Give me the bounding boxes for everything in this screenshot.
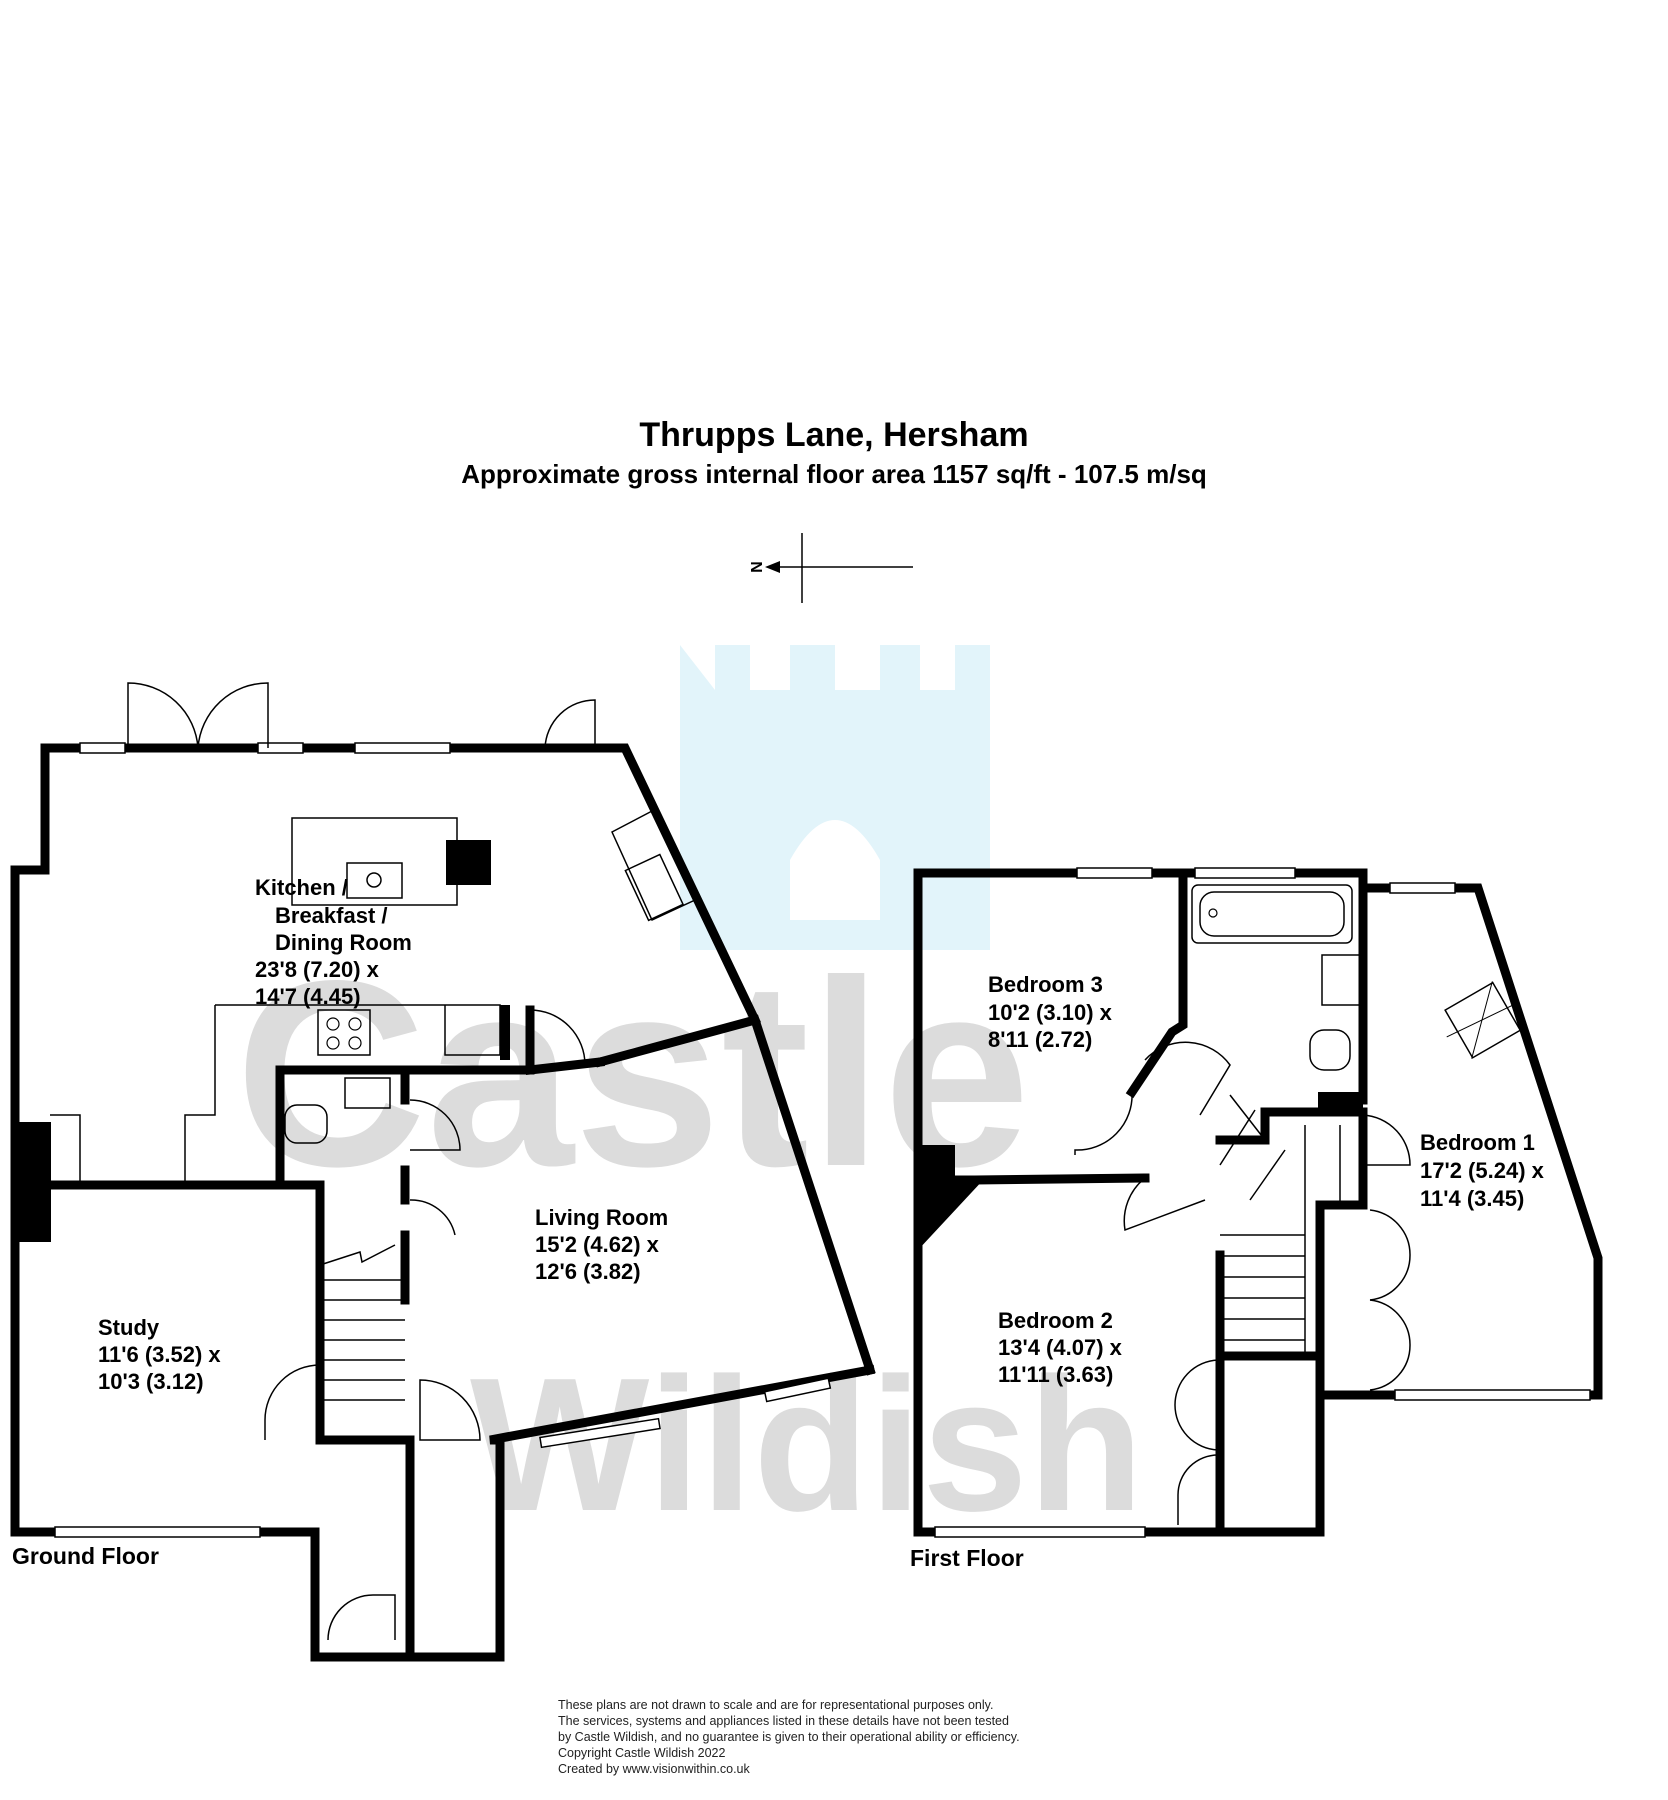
compass: N: [747, 533, 913, 603]
ground-floor-plan: Kitchen / Breakfast / Dining Room 23'8 (…: [10, 682, 876, 1662]
ground-floor-label: Ground Floor: [12, 1543, 159, 1569]
disclaimer: These plans are not drawn to scale and a…: [558, 1698, 1020, 1776]
skylight-icon: [1444, 981, 1522, 1059]
study-dim1: 11'6 (3.52) x: [98, 1342, 221, 1367]
disclaimer-line: Copyright Castle Wildish 2022: [558, 1746, 725, 1760]
kitchen-label-line1: Kitchen /: [255, 875, 348, 900]
bedroom3-label: Bedroom 3: [988, 972, 1103, 997]
bedroom2-label: Bedroom 2: [998, 1308, 1113, 1333]
compass-label: N: [747, 561, 764, 573]
study-dim2: 10'3 (3.12): [98, 1369, 204, 1394]
living-room-dim2: 12'6 (3.82): [535, 1259, 641, 1284]
first-floor-label: First Floor: [910, 1545, 1024, 1571]
bedroom1-dim1: 17'2 (5.24) x: [1420, 1158, 1545, 1183]
page-subtitle: Approximate gross internal floor area 11…: [461, 459, 1207, 489]
disclaimer-line: by Castle Wildish, and no guarantee is g…: [558, 1730, 1020, 1744]
castle-watermark: [680, 645, 990, 950]
bedroom3-dim2: 8'11 (2.72): [988, 1027, 1092, 1052]
bedroom2-dim1: 13'4 (4.07) x: [998, 1335, 1123, 1360]
kitchen-label-line2: Breakfast /: [275, 903, 388, 928]
kitchen-label-line3: Dining Room: [275, 930, 412, 955]
disclaimer-line: The services, systems and appliances lis…: [558, 1714, 1009, 1728]
bedroom2-dim2: 11'11 (3.63): [998, 1362, 1113, 1387]
bedroom1-dim2: 11'4 (3.45): [1420, 1186, 1524, 1211]
disclaimer-line: These plans are not drawn to scale and a…: [558, 1698, 993, 1712]
disclaimer-line: Created by www.visionwithin.co.uk: [558, 1762, 750, 1776]
first-floor-plan: Bedroom 3 10'2 (3.10) x 8'11 (2.72) Bedr…: [910, 867, 1603, 1571]
watermark-line2: Wildish: [470, 1339, 1144, 1551]
kitchen-dim1: 23'8 (7.20) x: [255, 957, 380, 982]
living-room-dim1: 15'2 (4.62) x: [535, 1232, 660, 1257]
north-arrow-icon: [765, 561, 780, 573]
page-title: Thrupps Lane, Hersham: [639, 416, 1028, 454]
study-label: Study: [98, 1315, 160, 1340]
living-room-label: Living Room: [535, 1205, 668, 1230]
kitchen-dim2: 14'7 (4.45): [255, 984, 361, 1009]
bedroom1-label: Bedroom 1: [1420, 1130, 1535, 1155]
bedroom3-dim1: 10'2 (3.10) x: [988, 1000, 1113, 1025]
